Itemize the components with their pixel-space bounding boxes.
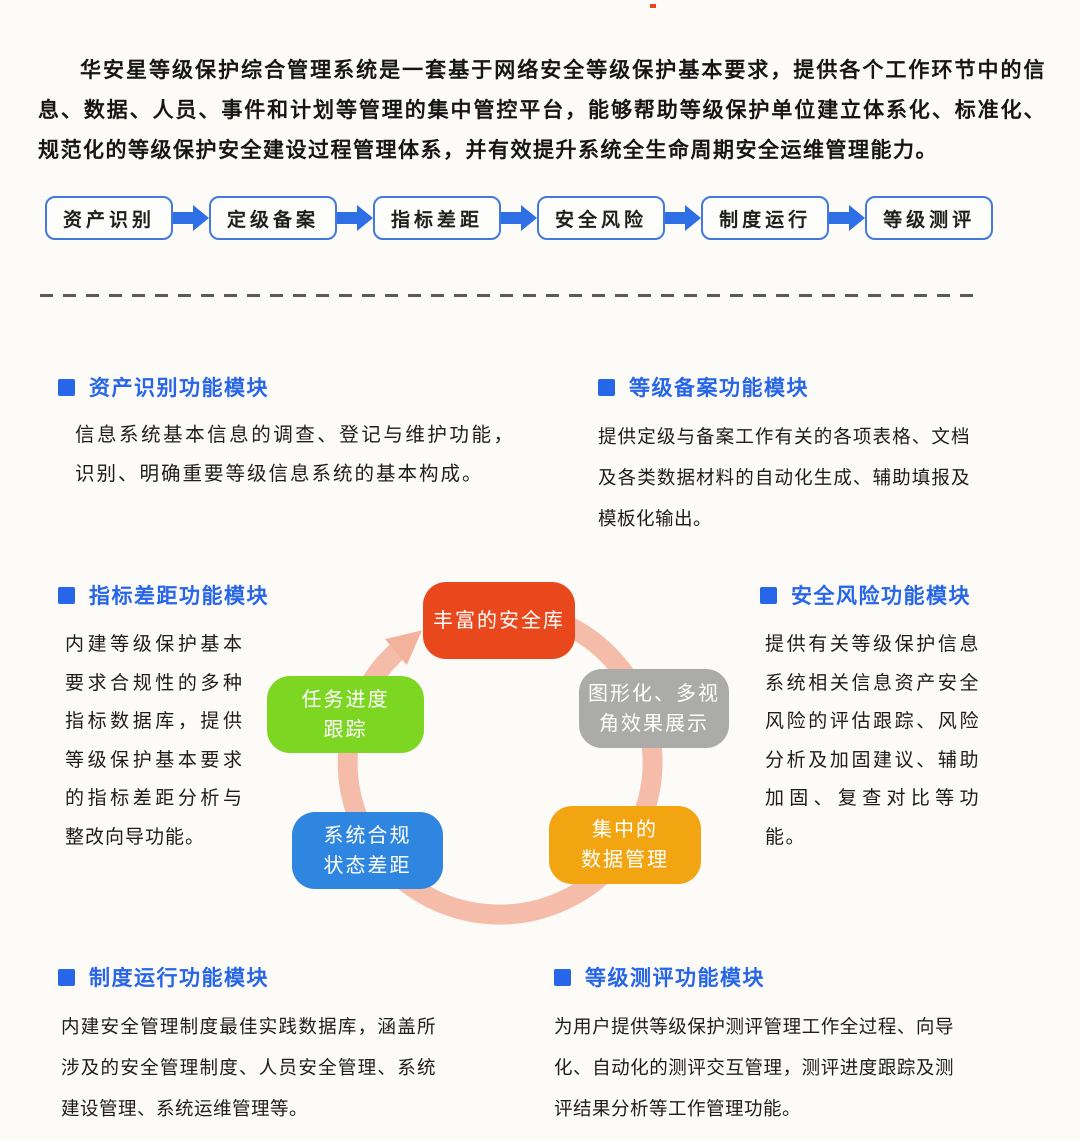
cycle-box-visualization: 图形化、多视 角效果展示 xyxy=(579,669,729,748)
cycle-box-security-library: 丰富的安全库 xyxy=(423,582,575,659)
module-body: 提供定级与备案工作有关的各项表格、文档及各类数据材料的自动化生成、辅助填报及模板… xyxy=(598,426,970,529)
right-arrow-icon xyxy=(665,205,702,231)
module-title: 资产识别功能模块 xyxy=(89,377,269,400)
module-asset: 资产识别功能模块 信息系统基本信息的调查、登记与维护功能，识别、明确重要等级信息… xyxy=(58,372,518,494)
flow-step-risk: 安全风险 xyxy=(537,196,666,240)
cycle-box-data-management: 集中的 数据管理 xyxy=(549,806,701,884)
square-bullet-icon xyxy=(598,378,615,396)
module-title-row: 制度运行功能模块 xyxy=(58,962,498,992)
square-bullet-icon xyxy=(760,586,777,604)
module-title-row: 等级测评功能模块 xyxy=(554,962,964,992)
module-evaluation: 等级测评功能模块 为用户提供等级保护测评管理工作全过程、向导化、自动化的测评交互… xyxy=(554,962,964,1129)
module-title-row: 资产识别功能模块 xyxy=(58,372,518,402)
square-bullet-icon xyxy=(58,968,75,986)
square-bullet-icon xyxy=(58,586,75,604)
dashed-divider xyxy=(40,294,976,297)
flow-step-asset: 资产识别 xyxy=(45,196,174,240)
square-bullet-icon xyxy=(58,378,75,396)
module-body: 信息系统基本信息的调查、登记与维护功能，识别、明确重要等级信息系统的基本构成。 xyxy=(75,424,515,485)
module-title-row: 等级备案功能模块 xyxy=(598,372,978,402)
module-title-row: 安全风险功能模块 xyxy=(760,580,980,610)
module-title: 等级测评功能模块 xyxy=(585,967,765,990)
process-flow: 资产识别 定级备案 指标差距 安全风险 制度运行 等级测评 xyxy=(45,195,994,241)
flow-step-operation: 制度运行 xyxy=(701,196,830,240)
module-title: 安全风险功能模块 xyxy=(791,585,971,608)
square-bullet-icon xyxy=(554,968,571,986)
right-arrow-icon xyxy=(173,205,210,231)
module-body: 内建等级保护基本要求合规性的多种指标数据库，提供等级保护基本要求的指标差距分析与… xyxy=(65,634,243,848)
right-arrow-icon xyxy=(829,205,866,231)
module-title: 等级备案功能模块 xyxy=(629,377,809,400)
flow-step-gap: 指标差距 xyxy=(373,196,502,240)
module-body: 为用户提供等级保护测评管理工作全过程、向导化、自动化的测评交互管理，测评进度跟踪… xyxy=(554,1016,954,1119)
module-title: 制度运行功能模块 xyxy=(89,967,269,990)
module-gap: 指标差距功能模块 内建等级保护基本要求合规性的多种指标数据库，提供等级保护基本要… xyxy=(58,580,268,857)
module-filing: 等级备案功能模块 提供定级与备案工作有关的各项表格、文档及各类数据材料的自动化生… xyxy=(598,372,978,539)
module-body: 内建安全管理制度最佳实践数据库，涵盖所涉及的安全管理制度、人员安全管理、系统建设… xyxy=(61,1016,436,1119)
right-arrow-icon xyxy=(337,205,374,231)
red-artifact-mark xyxy=(650,4,656,8)
intro-paragraph: 华安星等级保护综合管理系统是一套基于网络安全等级保护基本要求，提供各个工作环节中… xyxy=(38,59,1046,162)
flow-step-evaluation: 等级测评 xyxy=(865,196,994,240)
module-title-row: 指标差距功能模块 xyxy=(58,580,268,610)
flow-step-filing: 定级备案 xyxy=(209,196,338,240)
right-arrow-icon xyxy=(501,205,538,231)
module-title: 指标差距功能模块 xyxy=(89,585,269,608)
cycle-box-task-progress: 任务进度 跟踪 xyxy=(267,676,424,753)
module-operation: 制度运行功能模块 内建安全管理制度最佳实践数据库，涵盖所涉及的安全管理制度、人员… xyxy=(58,962,498,1129)
module-risk: 安全风险功能模块 提供有关等级保护信息系统相关信息资产安全风险的评估跟踪、风险分… xyxy=(760,580,980,857)
cycle-box-compliance-gap: 系统合规 状态差距 xyxy=(292,812,443,889)
module-body: 提供有关等级保护信息系统相关信息资产安全风险的评估跟踪、风险分析及加固建议、辅助… xyxy=(765,634,980,848)
